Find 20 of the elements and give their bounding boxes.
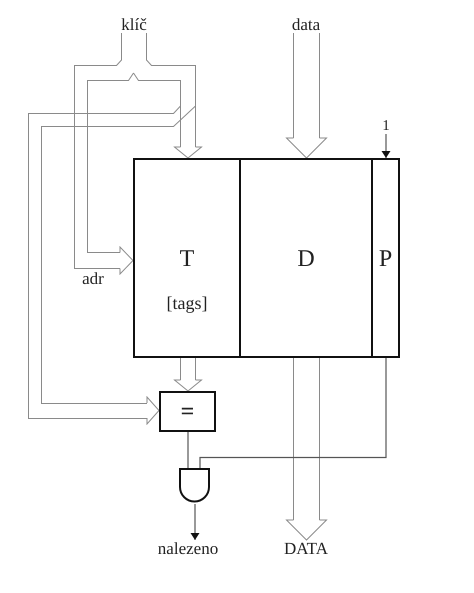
comparator-box (159, 391, 216, 432)
signal-arrow (382, 134, 390, 158)
signal-line (199, 358, 387, 468)
constant-label: 1 (382, 119, 390, 134)
input-label: klíč (121, 16, 147, 33)
and-gate-symbol (179, 468, 210, 504)
block-label: D (297, 247, 315, 271)
memory-block (371, 158, 400, 358)
output-label: nalezeno (158, 540, 218, 557)
signal-line (187, 432, 189, 468)
block-label: P (378, 247, 392, 271)
edge-label: adr (82, 270, 104, 287)
block-sublabel: [tags] (166, 294, 208, 312)
input-label: data (292, 16, 320, 33)
memory-block (239, 158, 373, 358)
signal-arrow (190, 504, 200, 540)
output-label: DATA (284, 540, 328, 557)
block-label: T (180, 247, 194, 271)
equals-sign: = (180, 400, 194, 424)
memory-block (133, 158, 241, 358)
